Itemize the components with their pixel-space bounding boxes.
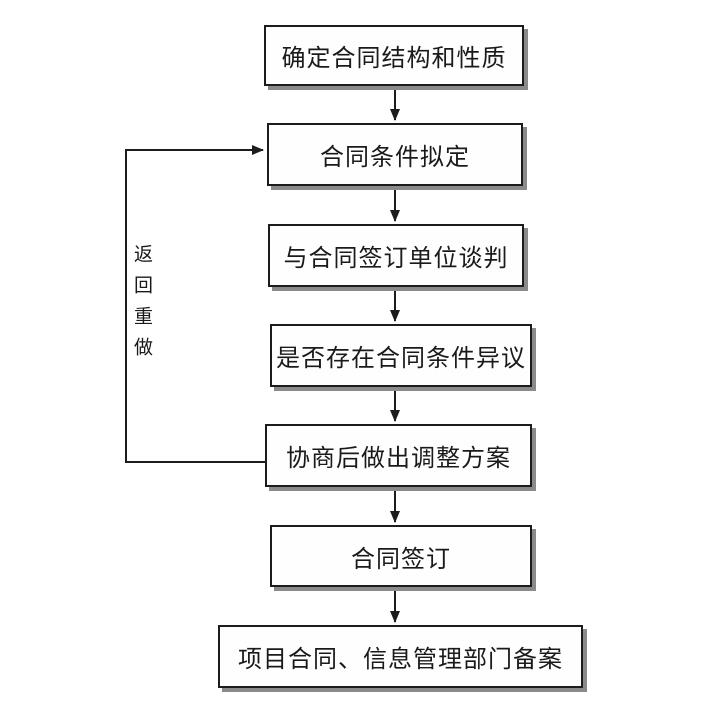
node-draft-conditions: 合同条件拟定 — [267, 123, 523, 186]
node-negotiate: 与合同签订单位谈判 — [268, 224, 524, 287]
loop-back-connector — [125, 145, 265, 463]
node-sign-contract-label: 合同签订 — [351, 546, 451, 573]
node-determine-structure: 确定合同结构和性质 — [264, 25, 524, 86]
node-negotiate-label: 与合同签订单位谈判 — [283, 246, 509, 272]
node-draft-conditions-label: 合同条件拟定 — [320, 145, 470, 171]
node-adjustment-plan-label: 协商后做出调整方案 — [286, 446, 511, 472]
node-filing: 项目合同、信息管理部门备案 — [218, 625, 583, 688]
node-filing-label: 项目合同、信息管理部门备案 — [238, 647, 563, 673]
node-objection-check-label: 是否存在合同条件异议 — [276, 346, 526, 372]
node-adjustment-plan: 协商后做出调整方案 — [265, 424, 532, 487]
loop-back-label: 返回重做 — [131, 244, 152, 368]
node-objection-check: 是否存在合同条件异议 — [270, 324, 532, 387]
node-sign-contract: 合同签订 — [270, 525, 532, 587]
node-determine-structure-label: 确定合同结构和性质 — [281, 46, 507, 72]
